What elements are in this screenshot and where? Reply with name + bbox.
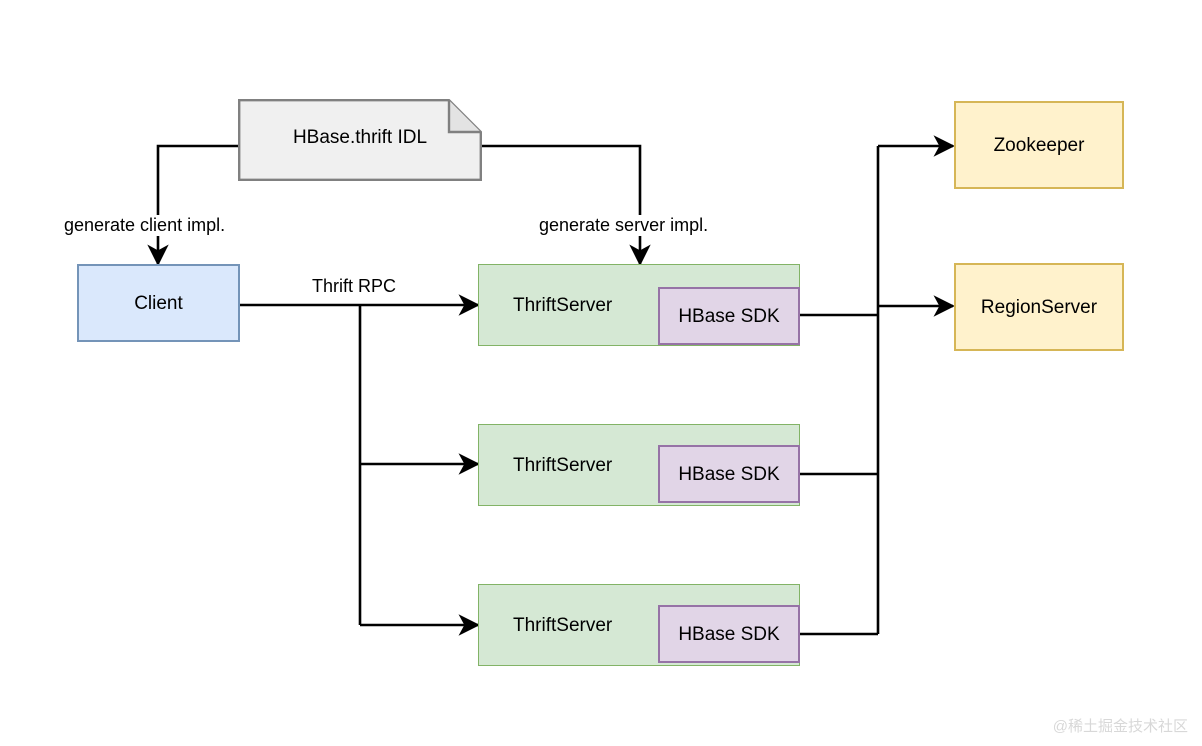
document-shape-icon (238, 99, 482, 181)
node-label-thriftserver-3: ThriftServer (513, 614, 613, 636)
node-label-zookeeper: Zookeeper (993, 134, 1085, 156)
node-label-thriftserver-1: ThriftServer (513, 294, 613, 316)
node-zookeeper[interactable]: Zookeeper (954, 101, 1124, 189)
node-hbase-sdk-1[interactable]: HBase SDK (658, 287, 800, 345)
node-hbase-thrift-idl[interactable]: HBase.thrift IDL (238, 99, 482, 181)
watermark: @稀土掘金技术社区 (1052, 718, 1188, 735)
edge-label-generate-client-impl: generate client impl. (62, 215, 228, 236)
edge-label-thrift-rpc: Thrift RPC (310, 276, 399, 297)
node-label-thriftserver-2: ThriftServer (513, 454, 613, 476)
edge-label-generate-server-impl: generate server impl. (537, 215, 711, 236)
edge-generate-server-impl (481, 144, 651, 266)
edge-generate-client-impl (147, 144, 238, 266)
node-label-hbase-sdk-1: HBase SDK (678, 305, 780, 327)
node-label-regionserver: RegionServer (980, 296, 1098, 318)
node-client[interactable]: Client (77, 264, 240, 342)
node-regionserver[interactable]: RegionServer (954, 263, 1124, 351)
node-label-client: Client (134, 292, 183, 314)
node-hbase-sdk-3[interactable]: HBase SDK (658, 605, 800, 663)
node-label-idl: HBase.thrift IDL (292, 127, 428, 148)
node-label-hbase-sdk-3: HBase SDK (678, 623, 780, 645)
node-hbase-sdk-2[interactable]: HBase SDK (658, 445, 800, 503)
node-label-hbase-sdk-2: HBase SDK (678, 463, 780, 485)
